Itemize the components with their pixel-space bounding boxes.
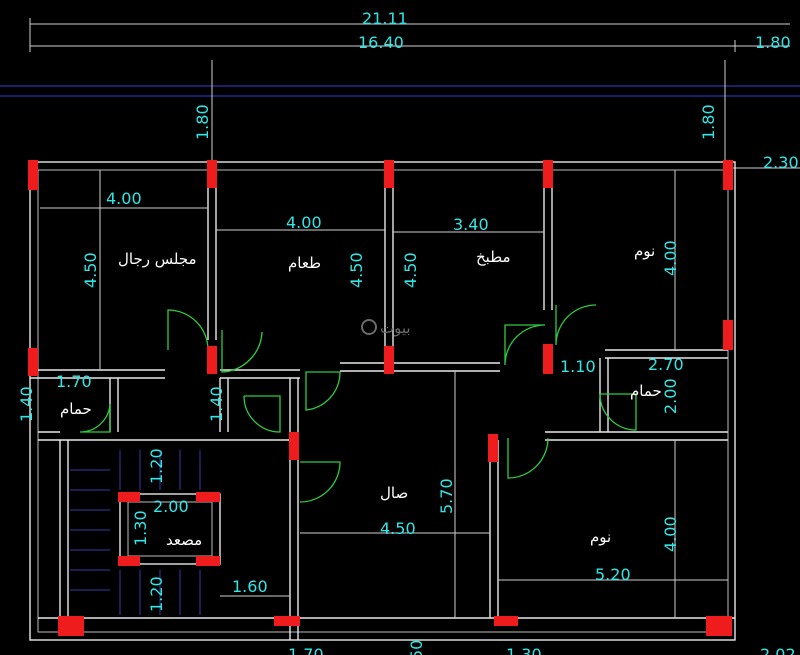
bath-right-label: حمام — [630, 382, 662, 400]
hall-height-label: 5.70 — [437, 478, 456, 514]
dimension-labels: 21.11 16.40 1.80 2.30 4.00 4.00 3.40 1.7… — [17, 9, 799, 655]
bottom-right-label: 2.02 — [760, 645, 796, 655]
kitchen-height-label: 4.50 — [401, 252, 420, 288]
bedroom2-width-label: 5.20 — [595, 565, 631, 584]
elevator-label: مصعد — [166, 531, 202, 549]
right-top-label: 2.30 — [763, 153, 799, 172]
majlis-height-label: 4.50 — [81, 252, 100, 288]
kitchen-label: مطبخ — [476, 248, 511, 266]
majlis-width-label: 4.00 — [106, 189, 142, 208]
hall-width-label: 4.50 — [380, 519, 416, 538]
elevator-width-label: 2.00 — [153, 497, 189, 516]
bath-left-label: حمام — [60, 400, 92, 418]
watermark: بيوت — [361, 319, 411, 337]
room-labels: مجلس رجال طعام مطبخ نوم حمام حمام مصعد ص… — [60, 242, 662, 549]
bottom-a-label: 1.70 — [288, 645, 324, 655]
bath-right-offset-label: 1.10 — [560, 357, 596, 376]
walls — [29, 161, 736, 641]
bath-left-width-label: 1.70 — [56, 372, 92, 391]
majlis-label: مجلس رجال — [118, 250, 197, 268]
watermark-icon — [361, 319, 377, 335]
dining-height-label: 4.50 — [347, 252, 366, 288]
kitchen-width-label: 3.40 — [453, 215, 489, 234]
inner-width-label: 16.40 — [358, 33, 404, 52]
bath-left-height-label: 1.40 — [17, 386, 36, 422]
stair-bottom-label: 1.20 — [147, 576, 166, 612]
overall-width-label: 21.11 — [362, 9, 408, 28]
bath-right-height-label: 2.00 — [661, 378, 680, 414]
stair-top-label: 1.20 — [147, 448, 166, 484]
right-offset-label: 1.80 — [755, 33, 791, 52]
bath-right-width-label: 2.70 — [648, 355, 684, 374]
doors — [79, 304, 637, 503]
hall-label: صال — [380, 484, 408, 502]
bedroom1-height-label: 4.00 — [661, 240, 680, 276]
columns — [28, 160, 733, 636]
bedroom1-label: نوم — [634, 242, 655, 260]
bedroom2-label: نوم — [590, 528, 611, 546]
bottom-mid-label: 50 — [407, 640, 426, 655]
top-dimension-lines — [0, 18, 800, 170]
stair-core — [70, 450, 290, 615]
watermark-text: بيوت — [380, 319, 411, 337]
landing-label: 1.60 — [232, 577, 268, 596]
dining-label: طعام — [288, 254, 321, 272]
vertical-left-label: 1.80 — [193, 104, 212, 140]
elevator-height-label: 1.30 — [131, 510, 150, 546]
dining-width-label: 4.00 — [286, 213, 322, 232]
corridor-height-label: 1.40 — [207, 386, 226, 422]
vertical-right-label: 1.80 — [699, 104, 718, 140]
bedroom2-height-label: 4.00 — [661, 516, 680, 552]
bottom-b-label: 1.30 — [506, 645, 542, 655]
